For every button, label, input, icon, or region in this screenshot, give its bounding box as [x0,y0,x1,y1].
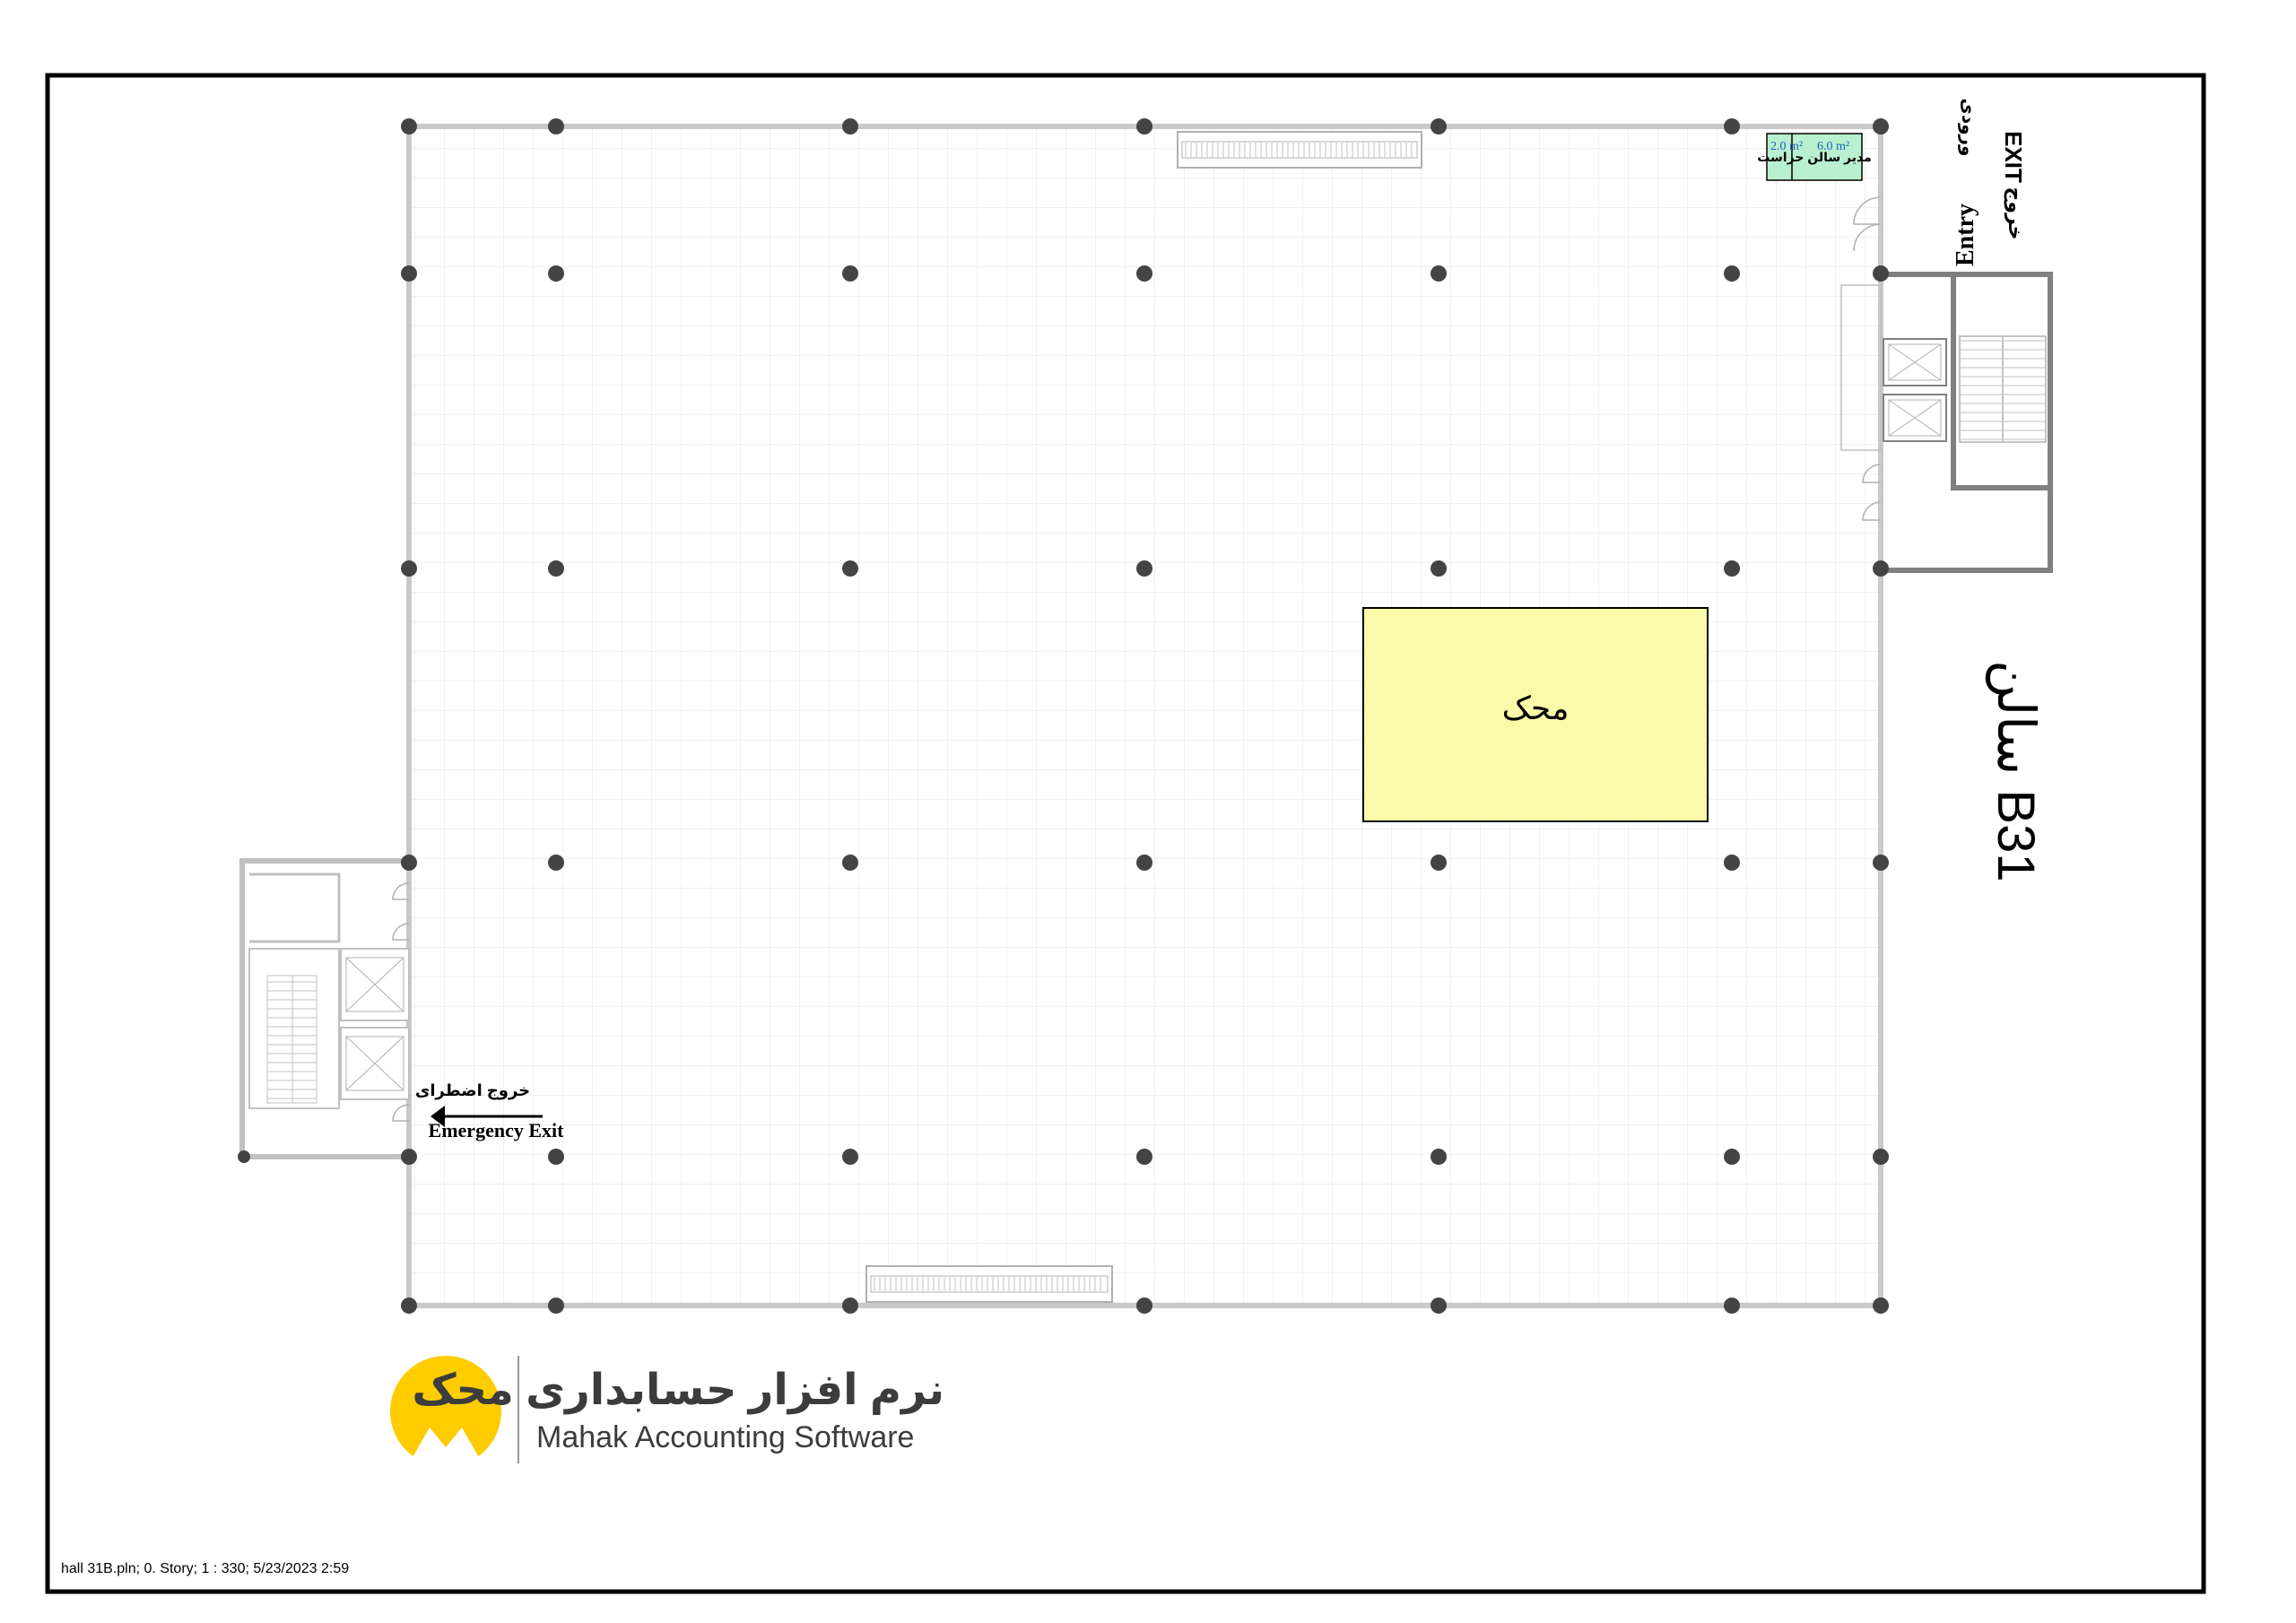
column [1431,265,1447,282]
column [548,118,564,135]
emergency-exit-arrow [430,1106,543,1127]
entry-label-fa: ورودی [1958,99,1978,157]
exit-label-en: EXIT [2000,131,2027,183]
column [842,1298,858,1314]
stair-core-left [239,858,410,1159]
column [842,855,858,871]
column [842,1149,858,1165]
column [238,1150,250,1163]
office-area-left: 2.0 m² [1770,140,1803,153]
stair-core-right [1840,196,2053,573]
column-grid [238,118,1889,1314]
column [1873,560,1889,577]
column [1724,1149,1740,1165]
entry-label-en: Entry [1952,204,1979,266]
column [548,265,564,282]
mahak-logo: نرم افزار حسابداری محک Mahak Accounting … [389,1356,944,1463]
column [1873,1298,1889,1314]
column [1724,118,1740,135]
emergency-exit-label-en: Emergency Exit [429,1119,565,1141]
column [1724,560,1740,577]
column [1724,855,1740,871]
column [548,855,564,871]
column [401,118,417,135]
column [548,1149,564,1165]
escalator-bottom [865,1265,1113,1303]
emergency-exit-label-fa: خروج اضطرای [415,1081,530,1100]
column [842,265,858,282]
column [842,560,858,577]
column [1136,265,1152,282]
column [1136,1149,1152,1165]
office-room [1766,133,1863,181]
column [1431,1298,1447,1314]
logo-name-en: Mahak Accounting Software [536,1420,914,1454]
hall-name: سالن B31 [1985,660,2045,881]
column [401,1149,417,1165]
column [1136,1298,1152,1314]
office-area-right: 6.0 m² [1817,140,1849,153]
escalator-top [1177,131,1422,169]
logo-name-fa: نرم افزار حسابداری محک [412,1367,944,1415]
column [401,1298,417,1314]
column [1431,855,1447,871]
column [1136,560,1152,577]
column [842,118,858,135]
booth-label: محک [1502,690,1570,726]
column [548,560,564,577]
column [1431,118,1447,135]
exit-label-fa: خروج [2004,187,2027,239]
column [1873,855,1889,871]
column [401,265,417,282]
column [1431,560,1447,577]
hall-office: 2.0 m² 6.0 m² مدیر سالن حراست [1757,133,1872,181]
column [1724,1298,1740,1314]
column [1873,265,1889,282]
column [401,560,417,577]
mahak-logo-icon [389,1356,501,1457]
column [401,855,417,871]
column [1724,265,1740,282]
column [1136,118,1152,135]
column [1873,118,1889,135]
column [1136,855,1152,871]
office-label: مدیر سالن حراست [1757,150,1872,165]
booth-mahak[interactable] [1362,607,1709,822]
column [1431,1149,1447,1165]
column [1873,1149,1889,1165]
drawing-info: hall 31B.pln; 0. Story; 1 : 330; 5/23/20… [61,1561,349,1576]
column [548,1298,564,1314]
